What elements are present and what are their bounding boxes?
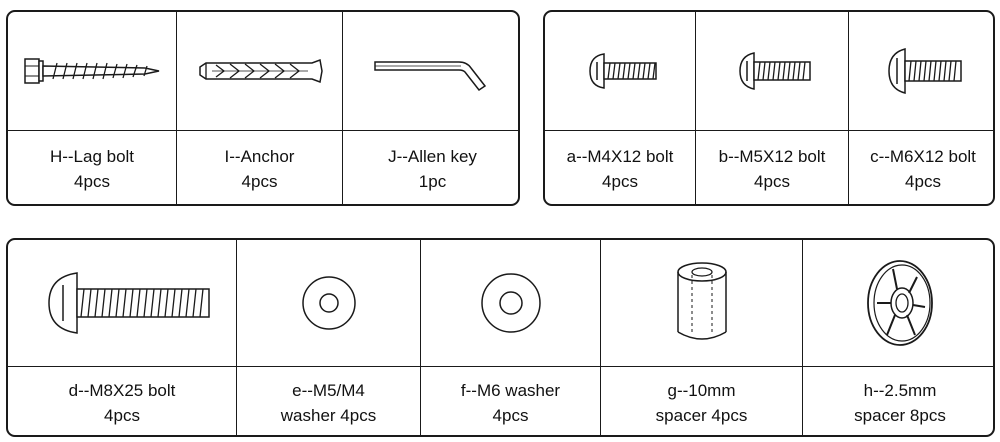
part-name: d--M8X25 bolt [68, 380, 176, 400]
part-cell-f: f--M6 washer 4pcs [420, 240, 600, 435]
part-name: H--Lag bolt [49, 147, 135, 166]
part-name: J--Allen key [388, 147, 477, 166]
part-name: h--2.5mm [863, 380, 937, 400]
part-cell-a: a--M4X12 bolt 4pcs [545, 12, 695, 204]
m5-bolt-icon [739, 52, 811, 90]
part-cell-h-spacer: h--2.5mm spacer 8pcs [802, 240, 993, 435]
part-qty: washer 4pcs [280, 405, 377, 425]
part-cell-h: H--Lag bolt 4pcs [8, 12, 176, 204]
parts-panel-hardware: d--M8X25 bolt 4pcs e--M5/M4 washer 4pcs … [6, 238, 995, 437]
part-cell-b: b--M5X12 bolt 4pcs [695, 12, 848, 204]
part-cell-e: e--M5/M4 washer 4pcs [236, 240, 420, 435]
part-name: I--Anchor [224, 147, 295, 166]
part-name: g--10mm [667, 380, 736, 400]
part-qty: 4pcs [492, 405, 529, 425]
part-cell-c: c--M6X12 bolt 4pcs [848, 12, 993, 204]
part-name: f--M6 washer [460, 380, 561, 400]
part-qty: 4pcs [241, 172, 278, 191]
part-qty: 4pcs [602, 172, 638, 191]
part-qty: spacer 8pcs [854, 405, 946, 425]
panel-divider [8, 130, 518, 131]
m4-bolt-icon [589, 53, 657, 89]
m6-bolt-icon [888, 48, 962, 94]
lag-bolt-icon [24, 58, 160, 84]
parts-panel-tv-bolts: a--M4X12 bolt 4pcs b--M5X12 bolt 4pcs [543, 10, 995, 206]
parts-panel-wall: H--Lag bolt 4pcs I--Anchor 4pcs J- [6, 10, 520, 206]
part-qty: 1pc [418, 172, 447, 191]
spacer-10mm-icon [676, 262, 727, 340]
panel-divider [8, 366, 993, 367]
anchor-icon [198, 58, 323, 84]
part-qty: 4pcs [74, 172, 110, 191]
part-cell-j: J--Allen key 1pc [342, 12, 518, 204]
part-cell-g: g--10mm spacer 4pcs [600, 240, 802, 435]
part-qty: 4pcs [905, 172, 941, 191]
part-cell-d: d--M8X25 bolt 4pcs [8, 240, 236, 435]
allen-key-icon [373, 61, 486, 92]
part-name: c--M6X12 bolt [870, 147, 976, 166]
part-qty: 4pcs [754, 172, 790, 191]
m8-bolt-icon [48, 272, 210, 334]
m6-washer-icon [480, 273, 541, 333]
spacer-2-5mm-icon [867, 260, 933, 346]
part-name: a--M4X12 bolt [566, 147, 674, 166]
panel-divider [545, 130, 993, 131]
part-name: b--M5X12 bolt [718, 147, 826, 166]
part-qty: spacer 4pcs [655, 405, 748, 425]
part-qty: 4pcs [104, 405, 140, 425]
m5-washer-icon [301, 276, 356, 330]
part-cell-i: I--Anchor 4pcs [176, 12, 342, 204]
part-name: e--M5/M4 [292, 380, 365, 400]
